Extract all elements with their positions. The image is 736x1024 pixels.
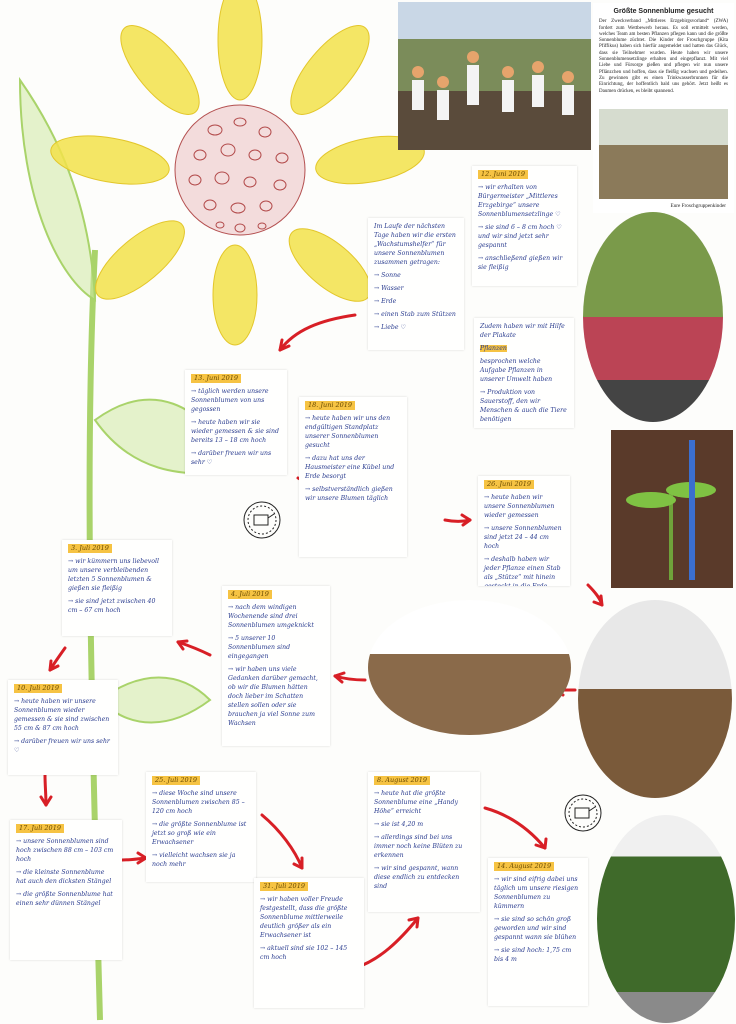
- note-3-juli: 3. Juli 2019 → wir kümmern uns liebevoll…: [62, 540, 172, 636]
- seedling-illustration: [626, 440, 716, 580]
- note-10-juli: 10. Juli 2019 → heute haben wir unsere S…: [8, 680, 118, 775]
- photo-planters-oval: [368, 600, 571, 735]
- sunflower-head-icon: [174, 104, 306, 236]
- newspaper-caption: Eure Froschgruppenkinder: [670, 202, 726, 209]
- note-4-juli: 4. Juli 2019 → nach dem windigen Wochene…: [222, 586, 330, 746]
- newspaper-headline: Größte Sonnenblume gesucht: [613, 8, 714, 15]
- note-31-juli: 31. Juli 2019 → wir haben voller Freude …: [254, 878, 364, 1008]
- newspaper-body: Der Zweckverband „Mittleres Erzgebirgsvo…: [599, 19, 728, 94]
- note-17-juli: 17. Juli 2019 → unsere Sonnenblumen sind…: [10, 820, 122, 960]
- note-12-juni: 12. Juni 2019 → wir erhalten von Bürgerm…: [472, 166, 577, 286]
- children-group-illustration: [412, 51, 574, 120]
- note-18-juni: 18. Juni 2019 → heute haben wir uns den …: [299, 397, 407, 557]
- note-13-juni: 13. Juni 2019 → täglich werden unsere So…: [185, 370, 287, 475]
- note-26-juni: 26. Juni 2019 → heute haben wir unsere S…: [478, 476, 570, 586]
- note-intro: Im Laufe der nächsten Tage haben wir die…: [368, 218, 464, 350]
- sunflower-petals-icon: [50, 0, 425, 346]
- photo-seedling-measured: [611, 430, 733, 588]
- note-25-juli: 25. Juli 2019 → diese Woche sind unsere …: [146, 772, 256, 882]
- note-14-august: 14. August 2019 → wir sind eifrig dabei …: [488, 858, 588, 1006]
- note-8-august: 8. August 2019 → heute hat die größte So…: [368, 772, 480, 912]
- photo-tall-sunflowers-oval: [597, 815, 735, 1023]
- note-intro-lines: Im Laufe der nächsten Tage haben wir die…: [374, 223, 456, 331]
- newspaper-clipping: Größte Sonnenblume gesucht Der Zweckverb…: [593, 3, 734, 213]
- watering-can-stamp-icon: [243, 501, 602, 832]
- photo-group-kindergarten: [398, 2, 591, 150]
- note-date: 12. Juni 2019: [478, 170, 529, 179]
- photo-two-girls-oval: [583, 212, 723, 422]
- photo-kids-planters-oval: [578, 600, 732, 798]
- newspaper-photo: [599, 109, 728, 199]
